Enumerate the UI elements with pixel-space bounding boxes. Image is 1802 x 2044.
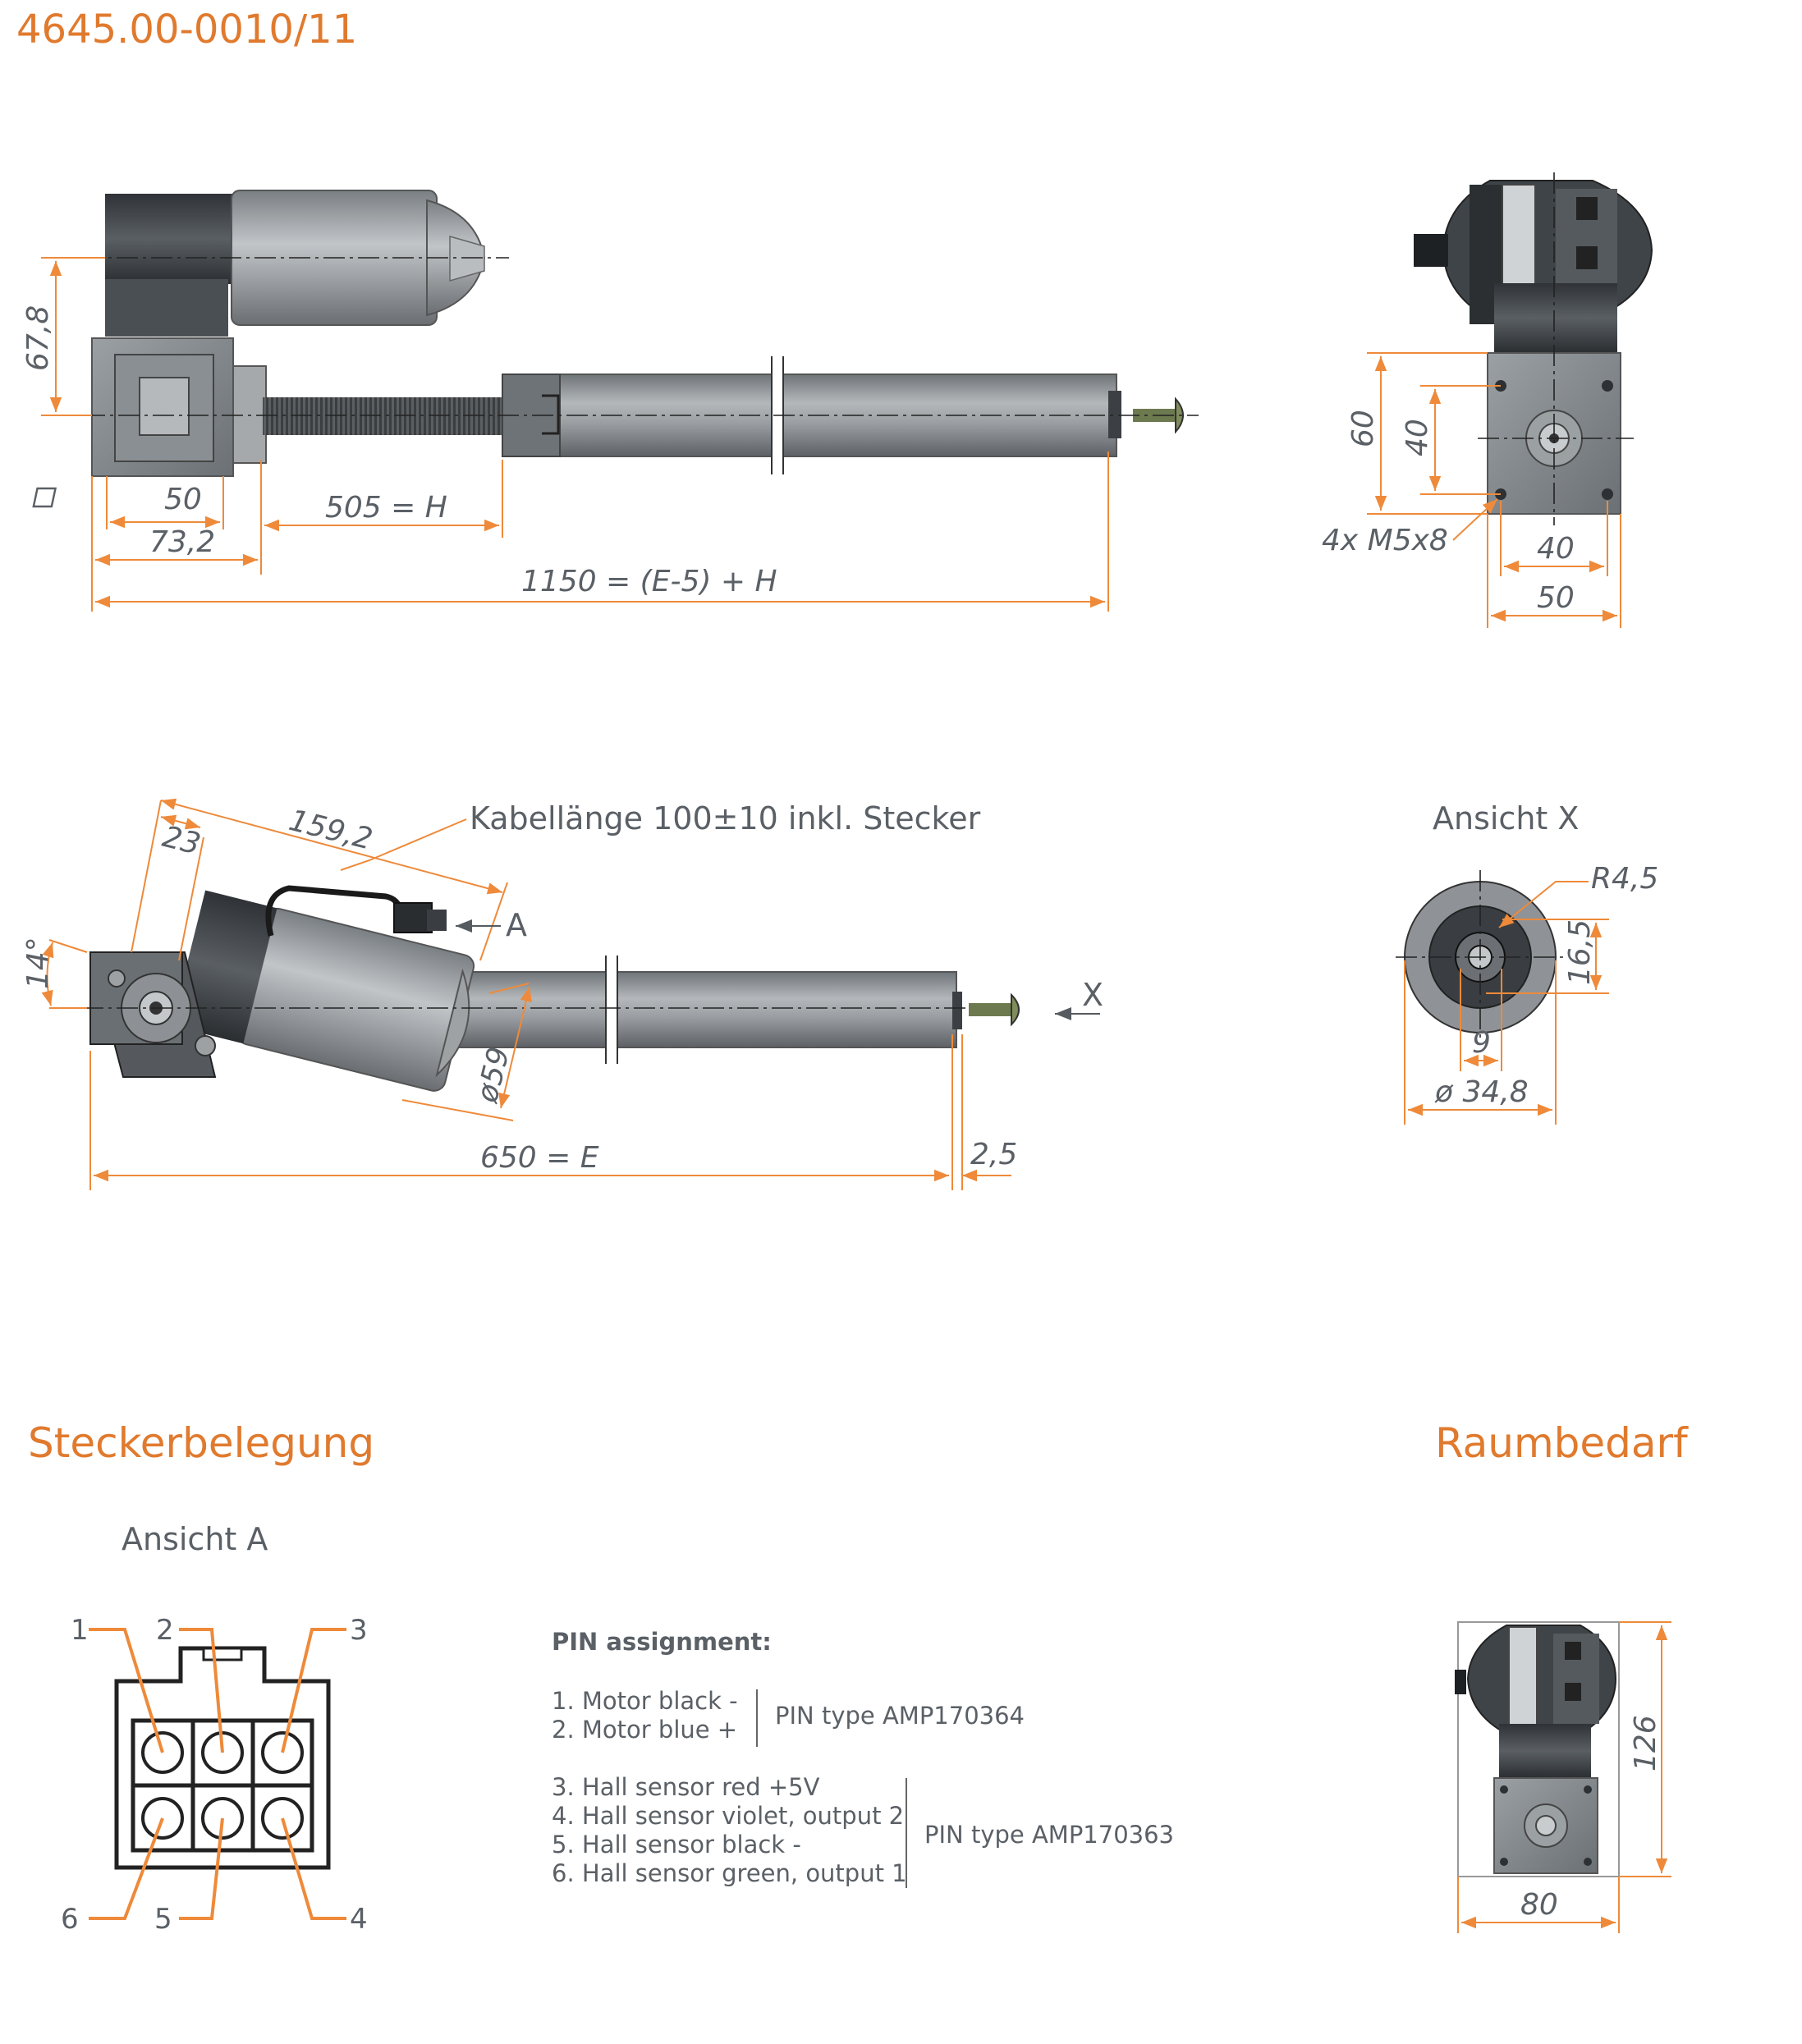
- dim-height-60: 60: [1346, 410, 1380, 447]
- pin-type-1: PIN type AMP170364: [775, 1702, 1025, 1730]
- dim-screws: 4x M5x8: [1322, 524, 1448, 557]
- dim-angle: 14°: [21, 937, 55, 989]
- dim-radius: R4,5: [1591, 862, 1658, 896]
- dim-space-width: 80: [1520, 1888, 1558, 1922]
- pin-line-2: 2. Motor blue +: [552, 1716, 737, 1744]
- dim-width-40: 40: [1537, 532, 1575, 566]
- pin-line-3: 3. Hall sensor red +5V: [552, 1773, 820, 1801]
- pin-line-6: 6. Hall sensor green, output 1: [552, 1859, 907, 1887]
- dim-motor-height: 67,8: [21, 305, 55, 371]
- pin-line-5: 5. Hall sensor black -: [552, 1831, 801, 1858]
- actuator-end-view: [1414, 172, 1653, 525]
- view-x-title: Ansicht X: [1433, 800, 1579, 836]
- dim-9: 9: [1472, 1026, 1491, 1060]
- view-marker-x: X: [1082, 977, 1103, 1013]
- pin-label-4: 4: [350, 1903, 368, 1936]
- pin-label-6: 6: [61, 1903, 79, 1936]
- dim-space-height: 126: [1629, 1715, 1662, 1771]
- part-number: 4645.00-0010/11: [16, 7, 357, 53]
- top-view-dimensions: 67,8 50 73,2 505 = H 1150 = (E-5) + H: [21, 257, 1109, 612]
- dim-stroke: 505 = H: [325, 491, 447, 525]
- pin-line-4: 4. Hall sensor violet, output 2: [552, 1802, 904, 1830]
- actuator-top-view: [49, 190, 1199, 477]
- dim-total-length: 1150 = (E-5) + H: [521, 565, 777, 598]
- dim-16: 16,5: [1563, 919, 1597, 985]
- pin-label-5: 5: [154, 1903, 172, 1936]
- dim-gear-width: 73,2: [149, 525, 215, 559]
- dim-diam59: ø59: [470, 1043, 516, 1107]
- connector-view-title: Ansicht A: [122, 1521, 268, 1557]
- dim-retracted: 650 = E: [480, 1141, 599, 1175]
- pin-type-2: PIN type AMP170363: [924, 1821, 1174, 1849]
- dim-height-40: 40: [1401, 419, 1434, 456]
- connector-section-title: Steckerbelegung: [28, 1419, 374, 1467]
- dim-159: 159,2: [286, 804, 376, 857]
- view-x-dimensions: R4,5 16,5 9 ø 34,8: [1404, 862, 1658, 1125]
- space-section-title: Raumbedarf: [1435, 1419, 1689, 1467]
- connector-drawing: [89, 1628, 346, 1920]
- end-view-dimensions: 60 40 4x M5x8 40 50: [1322, 352, 1621, 628]
- dim-square: 50: [164, 483, 202, 516]
- actuator-side-view: [82, 885, 1020, 1092]
- pin-label-2: 2: [156, 1614, 174, 1647]
- dim-diam: ø 34,8: [1434, 1075, 1529, 1109]
- dim-width-50: 50: [1537, 581, 1575, 615]
- pin-label-1: 1: [71, 1614, 89, 1647]
- cable-note: Kabellänge 100±10 inkl. Stecker: [470, 800, 981, 836]
- pin-assignment-heading: PIN assignment:: [552, 1628, 772, 1656]
- pin-label-3: 3: [350, 1614, 368, 1647]
- view-marker-a: A: [506, 907, 527, 943]
- pin-line-1: 1. Motor black -: [552, 1687, 738, 1715]
- dim-offset: 2,5: [970, 1138, 1017, 1171]
- space-dimensions: 126 80: [1457, 1621, 1671, 1933]
- space-requirement-drawing: [1455, 1621, 1620, 1877]
